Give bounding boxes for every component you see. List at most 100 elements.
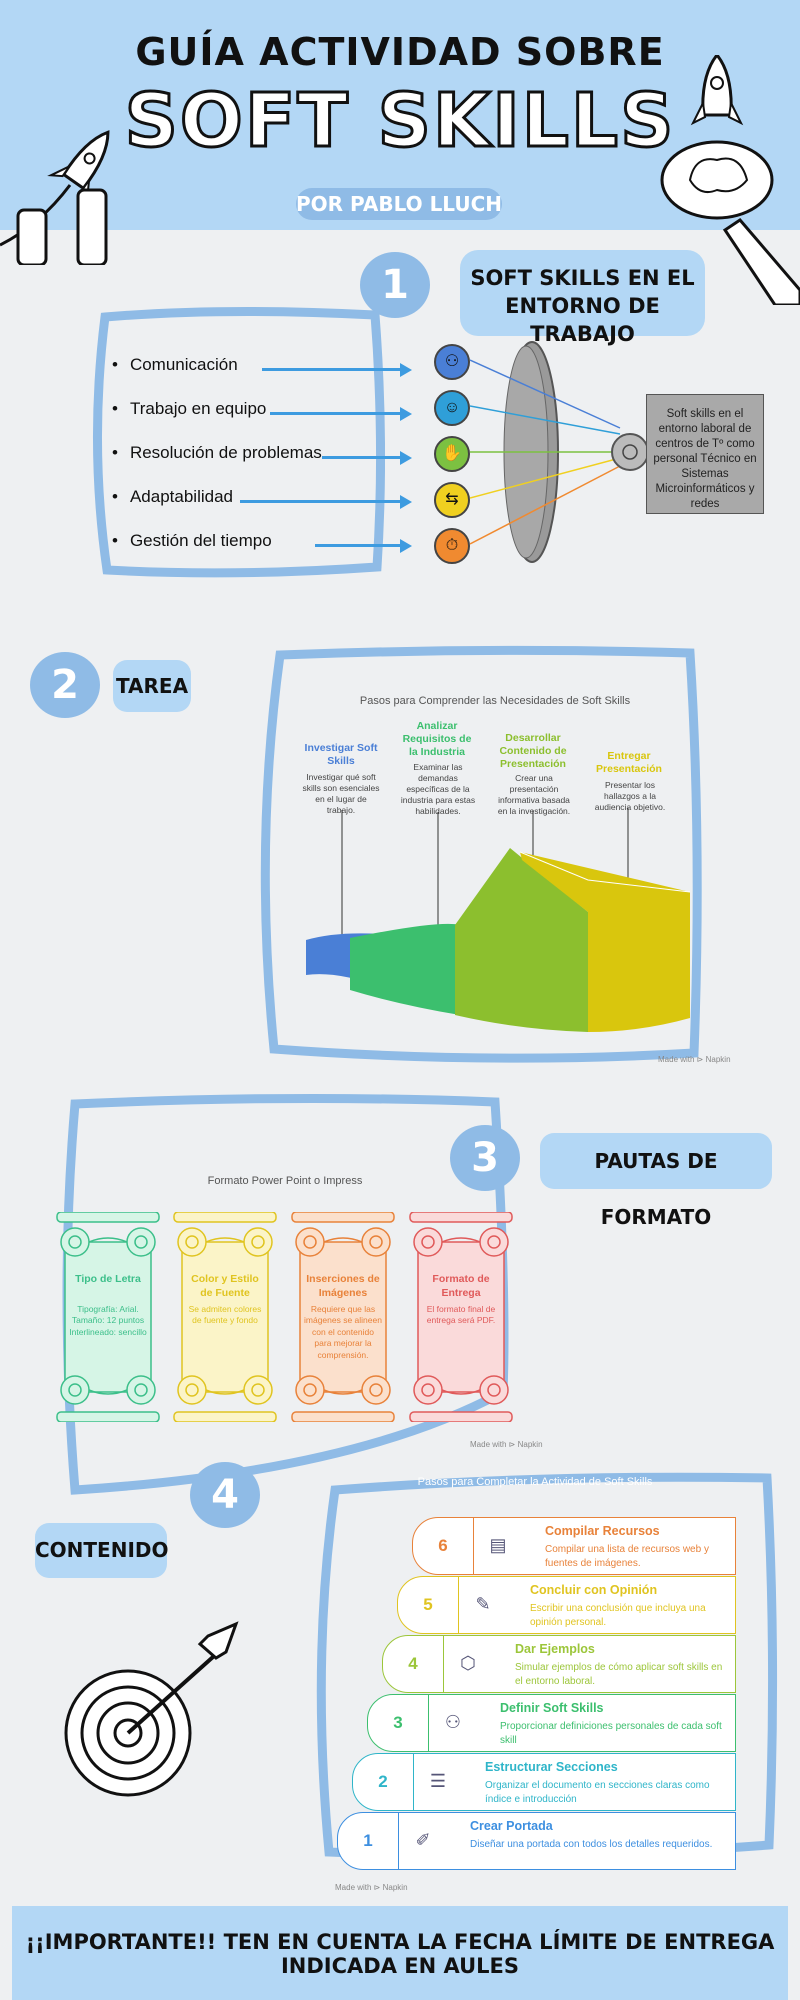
page-title-top: GUÍA ACTIVIDAD SOBRE: [135, 30, 665, 74]
skill-arrow-1: [262, 368, 402, 371]
contenido-step-title: Dar Ejemplos: [515, 1642, 595, 1656]
skill-arrow-head-1: [400, 363, 412, 377]
contenido-step-number: 5: [397, 1576, 459, 1634]
contenido-step-title: Definir Soft Skills: [500, 1701, 604, 1715]
adaptability-icon: ⇆: [434, 482, 470, 518]
contenido-step-title: Crear Portada: [470, 1819, 553, 1833]
section-1-frame: [93, 306, 385, 578]
contenido-step-desc: Compilar una lista de recursos web y fue…: [545, 1544, 709, 1569]
skill-arrow-head-5: [400, 539, 412, 553]
section-1-number: 1: [360, 252, 430, 318]
target-arrow-icon: [64, 1621, 239, 1797]
contenido-step-row: [440, 1635, 736, 1693]
section-3-heading: PAUTAS DE FORMATO: [540, 1133, 772, 1229]
contenido-step-row: [470, 1517, 736, 1575]
problem-solving-icon: ✋: [434, 436, 470, 472]
result-box: Soft skills en el entorno laboral de cen…: [646, 394, 764, 514]
skill-arrow-head-3: [400, 451, 412, 465]
tarea-made-with: Made with ⊳ Napkin: [658, 1055, 731, 1064]
skill-item-2: Trabajo en equipo: [112, 399, 266, 419]
tarea-chart-title: Pasos para Comprender las Necesidades de…: [359, 695, 631, 707]
tarea-step-chart: [306, 808, 691, 1032]
contenido-step-row: [425, 1694, 736, 1752]
contenido-step-title: Compilar Recursos: [545, 1524, 660, 1538]
section-2-frame: [260, 645, 702, 1063]
skill-arrow-4: [240, 500, 402, 503]
contenido-step-title: Estructurar Secciones: [485, 1760, 618, 1774]
tarea-step-2-desc: Examinar las demandas específicas de la …: [400, 762, 476, 817]
skill-arrow-2: [270, 412, 402, 415]
formato-scroll-4: [408, 1211, 514, 1423]
rocket-chart-icon: [0, 130, 110, 265]
skill-item-5: Gestión del tiempo: [112, 531, 272, 551]
contenido-step-icon: ✐: [415, 1830, 431, 1850]
skill-arrow-3: [322, 456, 402, 459]
page-title-main: SOFT SKILLS: [123, 77, 676, 166]
skill-item-4: Adaptabilidad: [112, 487, 233, 507]
section-4-frame: [316, 1472, 778, 1861]
footer-banner: [12, 1906, 788, 2000]
lens-diagram: [470, 341, 649, 563]
contenido-step-row: [410, 1753, 736, 1811]
tarea-step-4-title: Entregar Presentación: [596, 750, 662, 776]
skill-item-3: Resolución de problemas: [112, 443, 322, 463]
formato-scroll-1: [55, 1211, 161, 1423]
skill-arrow-head-2: [400, 407, 412, 421]
teamwork-icon: ☺: [434, 390, 470, 426]
formato-item-title: Inserciones de Imágenes: [306, 1273, 380, 1299]
formato-item-desc: El formato final de entrega será PDF.: [426, 1304, 496, 1326]
contenido-step-number: 4: [382, 1635, 444, 1693]
time-management-icon: ⏱: [434, 528, 470, 564]
formato-scroll-3: [290, 1211, 396, 1423]
scroll-shape: [56, 1211, 160, 1423]
contenido-step-number: 2: [352, 1753, 414, 1811]
section-4-heading: CONTENIDO: [35, 1523, 169, 1578]
formato-item-desc: Tipografía: Arial. Tamaño: 12 puntos Int…: [69, 1304, 147, 1337]
formato-chart-title: Formato Power Point o Impress: [207, 1175, 363, 1187]
tarea-step-1-title: Investigar Soft Skills: [304, 742, 378, 768]
formato-item-title: Formato de Entrega: [432, 1273, 490, 1299]
section-2-number: 2: [30, 652, 100, 718]
section-3-number: 3: [450, 1125, 520, 1191]
contenido-step-desc: Diseñar una portada con todos los detall…: [470, 1839, 713, 1850]
contenido-step-icon: ✎: [475, 1594, 491, 1614]
contenido-chart-title: Pasos para Completar la Actividad de Sof…: [417, 1476, 653, 1488]
tarea-step-2-title: Analizar Requisitos de la Industria: [402, 720, 472, 759]
formato-item-title: Color y Estilo de Fuente: [191, 1273, 259, 1299]
scroll-shape: [409, 1211, 513, 1423]
formato-item-desc: Requiere que las imágenes se alineen con…: [304, 1304, 382, 1360]
tarea-step-1-desc: Investigar qué soft skills son esenciale…: [302, 772, 380, 816]
contenido-made-with: Made with ⊳ Napkin: [335, 1883, 408, 1892]
contenido-step-desc: Proporcionar definiciones personales de …: [500, 1721, 722, 1746]
formato-item-desc: Se admiten colores de fuente y fondo: [188, 1304, 262, 1326]
skill-item-1: Comunicación: [112, 355, 238, 375]
formato-item-title: Tipo de Letra: [75, 1273, 141, 1285]
contenido-step-icon: ☰: [429, 1771, 447, 1791]
contenido-step-icon: ▤: [489, 1535, 507, 1555]
formato-made-with: Made with ⊳ Napkin: [470, 1440, 543, 1449]
contenido-step-number: 3: [367, 1694, 429, 1752]
tarea-step-3-desc: Crear una presentación informativa basad…: [497, 773, 571, 817]
skill-arrow-head-4: [400, 495, 412, 509]
section-4-number: 4: [190, 1462, 260, 1528]
contenido-step-row: [455, 1576, 736, 1634]
author-badge: POR PABLO LLUCH: [296, 188, 502, 220]
communication-icon: ⚇: [434, 344, 470, 380]
section-2-heading: TAREA: [113, 660, 191, 712]
contenido-step-row: [395, 1812, 736, 1870]
tarea-step-4-desc: Presentar los hallazgos a la audiencia o…: [594, 780, 666, 813]
scroll-shape: [173, 1211, 277, 1423]
contenido-step-number: 6: [412, 1517, 474, 1575]
contenido-step-desc: Simular ejemplos de cómo aplicar soft sk…: [515, 1662, 723, 1687]
rocket-launch-icon: [660, 55, 800, 305]
contenido-step-desc: Escribir una conclusión que incluya una …: [530, 1603, 706, 1628]
formato-scroll-2: [172, 1211, 278, 1423]
contenido-step-icon: ⬡: [460, 1653, 476, 1673]
skill-arrow-5: [315, 544, 402, 547]
contenido-step-desc: Organizar el documento en secciones clar…: [485, 1780, 710, 1805]
contenido-step-number: 1: [337, 1812, 399, 1870]
contenido-step-title: Concluir con Opinión: [530, 1583, 658, 1597]
section-1-heading: SOFT SKILLS EN EL ENTORNO DE TRABAJO: [460, 250, 705, 346]
contenido-step-icon: ⚇: [444, 1712, 462, 1732]
scroll-shape: [291, 1211, 395, 1423]
